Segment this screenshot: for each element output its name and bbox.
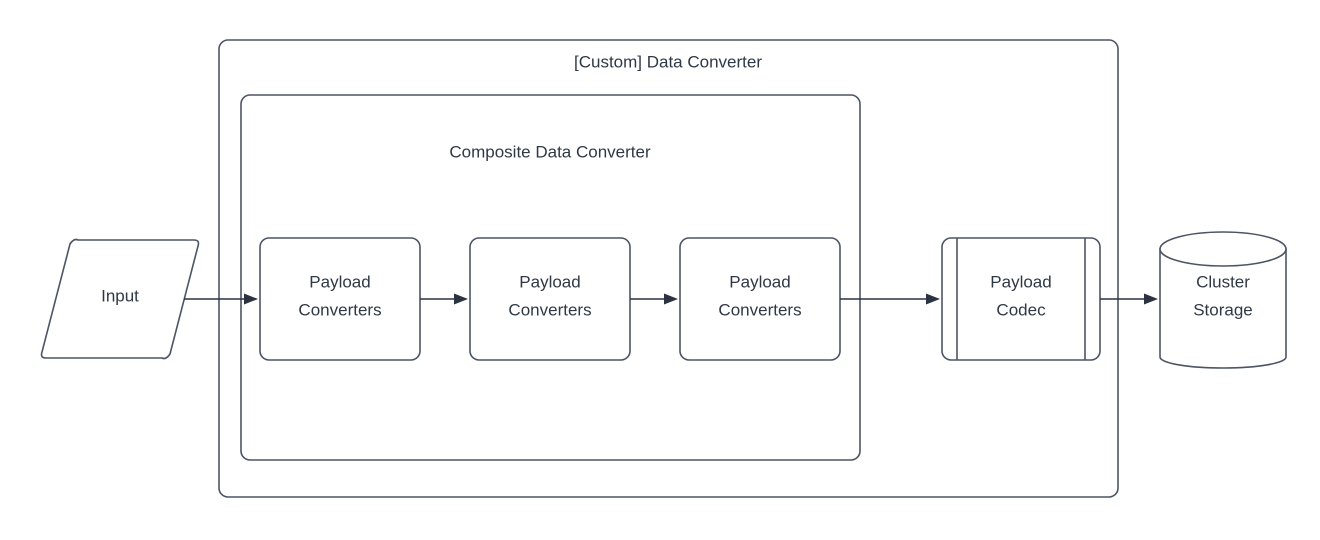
payload-converters-3-shape (679, 237, 841, 361)
composite-data-converter-title: Composite Data Converter (449, 142, 651, 161)
payload-converters-node-1[interactable]: Payload Converters (259, 237, 421, 361)
payload-converters-2-shape (469, 237, 631, 361)
connector-codec-to-cluster-storage-arrowhead (1144, 293, 1158, 305)
payload-converters-3-label-line2: Converters (718, 300, 801, 319)
connector-converters-2-to-3 (630, 293, 678, 305)
payload-converters-2-label-line1: Payload (519, 272, 580, 291)
input-shape (40, 238, 200, 360)
payload-converters-2-label-line2: Converters (508, 300, 591, 319)
payload-codec-node[interactable]: Payload Codec (941, 237, 1101, 361)
payload-converters-1-label-line1: Payload (309, 272, 370, 291)
input-label: Input (101, 286, 139, 305)
cluster-storage-label-line1: Cluster (1196, 272, 1250, 291)
payload-codec-label-line1: Payload (990, 272, 1051, 291)
connector-converters-3-to-codec (840, 293, 940, 305)
payload-codec-label-line2: Codec (996, 300, 1046, 319)
payload-converters-node-3[interactable]: Payload Converters (679, 237, 841, 361)
payload-converters-1-shape (259, 237, 421, 361)
connector-converters-2-to-3-arrowhead (664, 293, 678, 305)
connector-converters-3-to-codec-arrowhead (926, 293, 940, 305)
payload-converters-1-label-line2: Converters (298, 300, 381, 319)
cluster-storage-top-ellipse (1159, 231, 1287, 267)
cluster-storage-body (1159, 248, 1287, 369)
payload-converters-3-label-line1: Payload (729, 272, 790, 291)
custom-data-converter-title: [Custom] Data Converter (574, 52, 762, 71)
connector-converters-1-to-2 (420, 293, 468, 305)
input-node[interactable]: Input (40, 238, 200, 360)
payload-codec-shape (941, 237, 1101, 361)
cluster-storage-label-line2: Storage (1193, 300, 1253, 319)
cluster-storage-node[interactable]: Cluster Storage (1159, 231, 1287, 369)
payload-converters-node-2[interactable]: Payload Converters (469, 237, 631, 361)
connector-converters-1-to-2-arrowhead (454, 293, 468, 305)
connector-codec-to-cluster-storage (1100, 293, 1158, 305)
connector-input-to-converters-1-arrowhead (244, 293, 258, 305)
connector-input-to-converters-1 (184, 293, 258, 305)
